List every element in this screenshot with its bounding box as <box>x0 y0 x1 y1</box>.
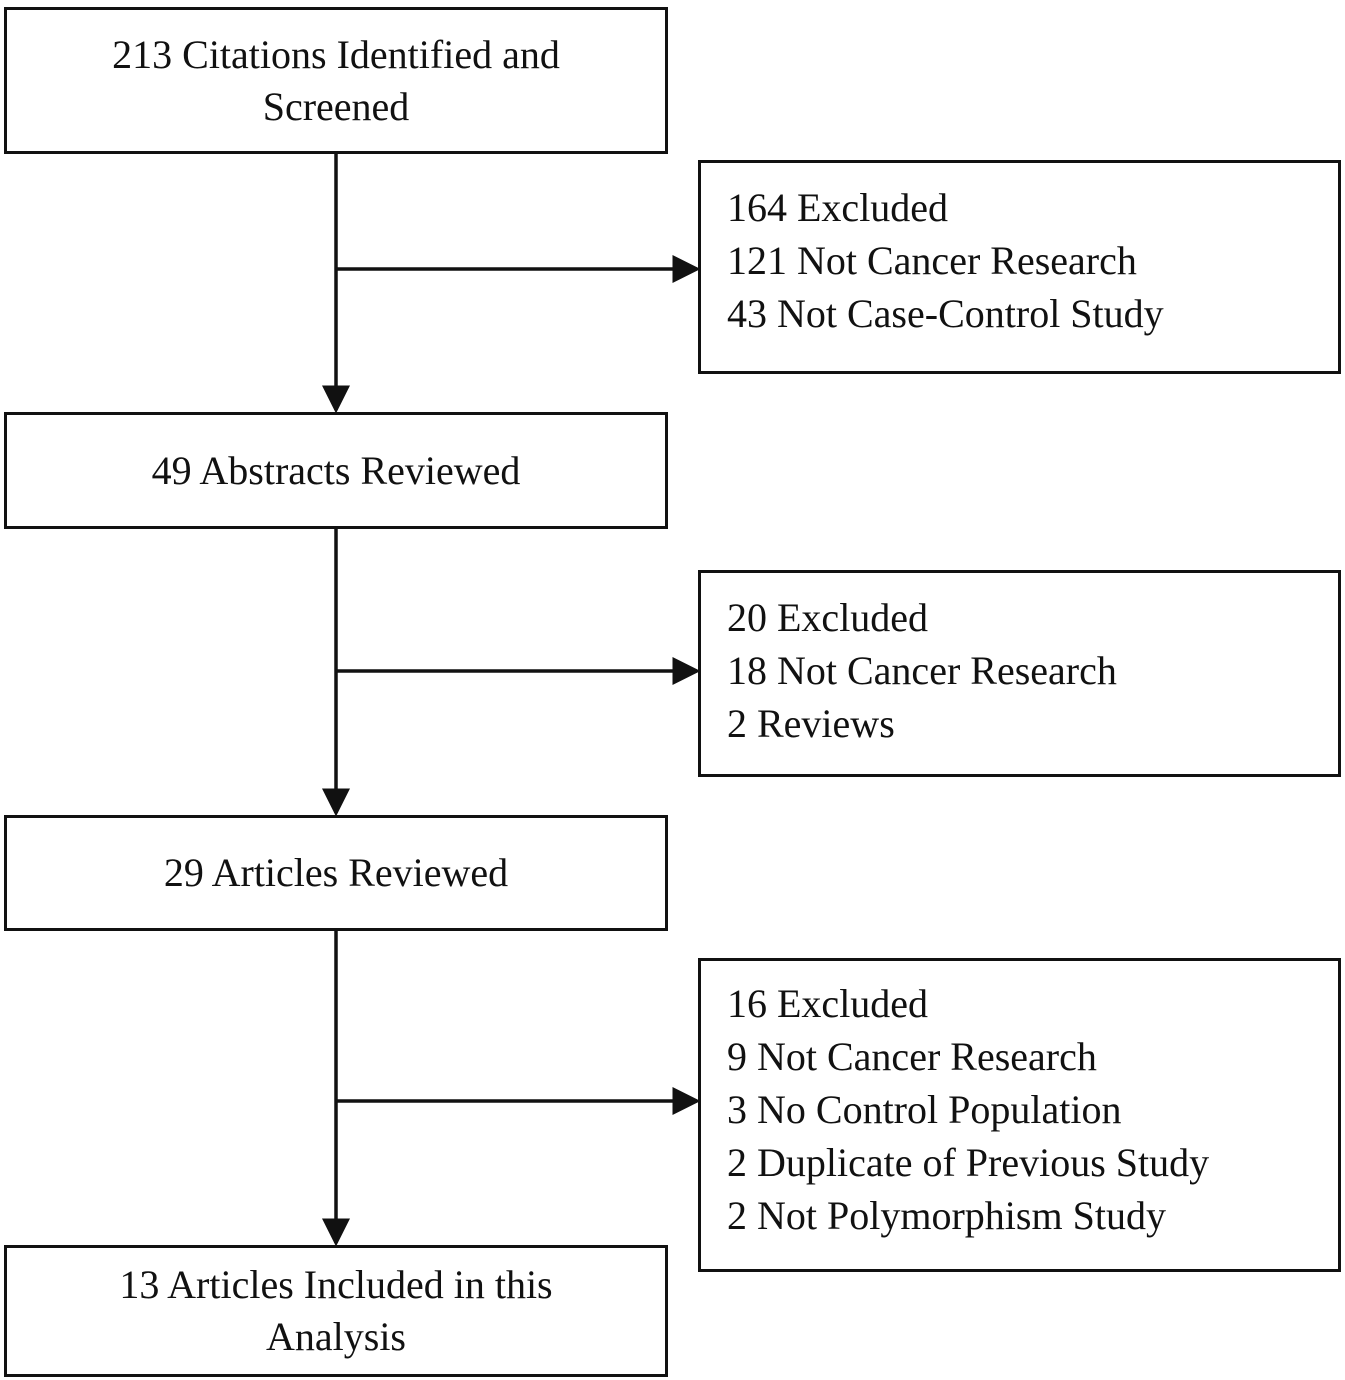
exclusion-box-abstracts: 20 Excluded 18 Not Cancer Research 2 Revie… <box>698 570 1341 777</box>
stage-box-included-line-1: 13 Articles Included in this <box>119 1262 553 1307</box>
exclusion-box-citations-line-3: 43 Not Case-Control Study <box>727 291 1164 336</box>
stage-box-articles: 29 Articles Reviewed <box>4 815 668 931</box>
exclusion-box-articles-line-3: 3 No Control Population <box>727 1087 1122 1132</box>
exclusion-box-citations: 164 Excluded 121 Not Cancer Research 43 No… <box>698 160 1341 374</box>
exclusion-box-articles-line-5: 2 Not Polymorphism Study <box>727 1193 1166 1238</box>
exclusion-box-abstracts-line-2: 18 Not Cancer Research <box>727 648 1117 693</box>
exclusion-box-citations-line-2: 121 Not Cancer Research <box>727 238 1137 283</box>
stage-box-included-line-2: Analysis <box>266 1314 406 1359</box>
stage-box-citations: 213 Citations Identified and Screened <box>4 7 668 154</box>
exclusion-box-articles-line-4: 2 Duplicate of Previous Study <box>727 1140 1210 1185</box>
stage-box-articles-line-1: 29 Articles Reviewed <box>163 850 509 895</box>
exclusion-box-articles-line-2: 9 Not Cancer Research <box>727 1034 1097 1079</box>
stage-box-included: 13 Articles Included in this Analysis <box>4 1245 668 1377</box>
stage-box-abstracts: 49 Abstracts Reviewed <box>4 412 668 529</box>
stage-box-abstracts-line-1: 49 Abstracts Reviewed <box>151 447 521 493</box>
exclusion-box-articles-line-1: 16 Excluded <box>727 981 929 1026</box>
stage-box-citations-line-2: Screened <box>262 83 410 129</box>
exclusion-box-articles: 16 Excluded 9 Not Cancer Research 3 No Con… <box>698 958 1341 1272</box>
exclusion-box-abstracts-line-1: 20 Excluded <box>727 595 929 640</box>
exclusion-box-abstracts-line-3: 2 Reviews <box>727 701 895 746</box>
stage-box-citations-line-1: 213 Citations Identified and <box>112 31 560 77</box>
exclusion-box-citations-line-1: 164 Excluded <box>727 185 949 230</box>
